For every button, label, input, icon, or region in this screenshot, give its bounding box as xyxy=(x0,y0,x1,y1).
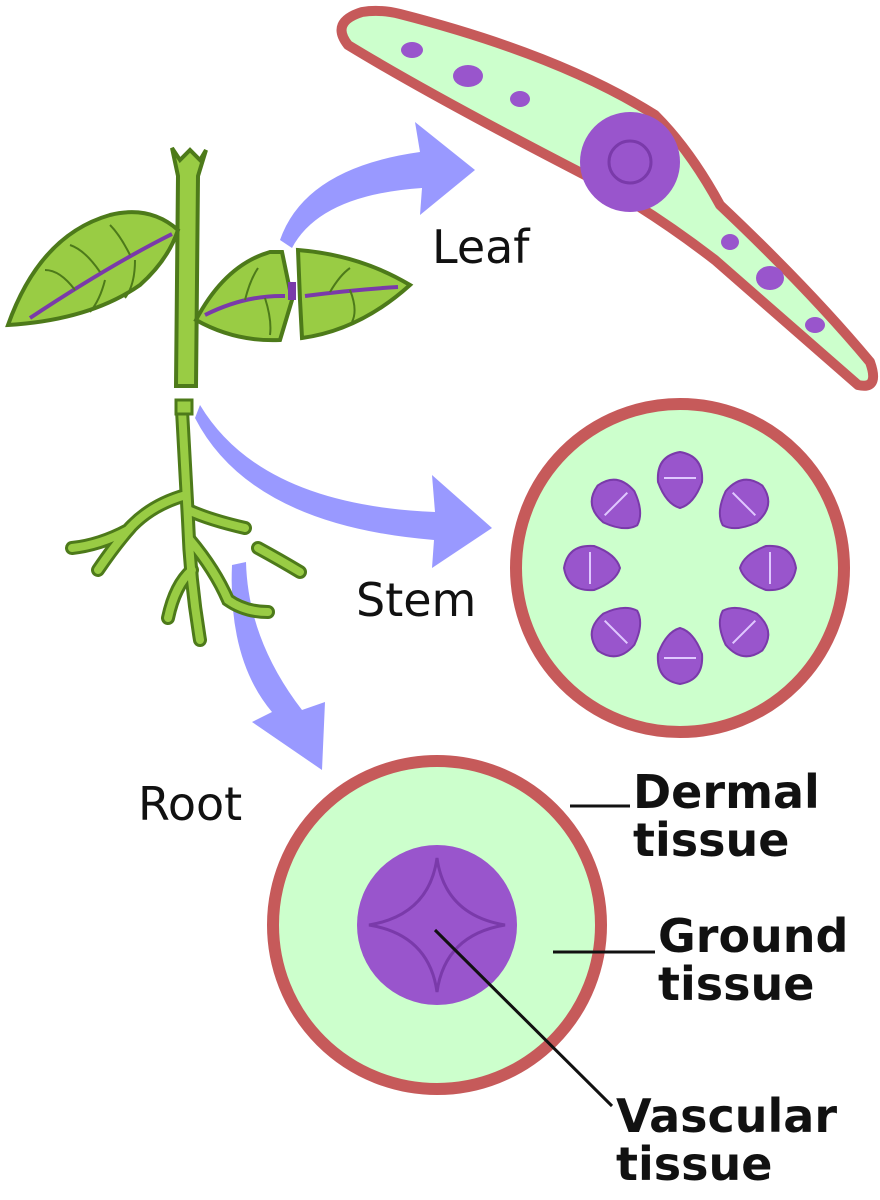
plant-illustration xyxy=(5,146,414,647)
plant-leaf-right xyxy=(193,247,414,343)
dermal-tissue-label-line2: tissue xyxy=(633,813,789,867)
plant-roots xyxy=(65,403,307,647)
vascular-tissue-label-line2: tissue xyxy=(616,1137,772,1191)
leaf-section-vascular-bundle xyxy=(580,112,680,212)
vascular-tissue-label-line1: Vascular xyxy=(616,1089,837,1143)
arrow-to-stem xyxy=(195,405,492,568)
ground-tissue-label-line1: Ground xyxy=(658,909,848,963)
ground-tissue-label-line2: tissue xyxy=(658,957,814,1011)
plant-stem xyxy=(170,146,208,416)
stem-label: Stem xyxy=(356,573,476,627)
dermal-tissue-label-line1: Dermal xyxy=(633,765,820,819)
leader-lines xyxy=(433,804,655,1108)
vascular-leader xyxy=(433,928,614,1108)
arrow-to-root xyxy=(231,562,325,770)
leaf-label: Leaf xyxy=(432,220,531,274)
stem-cross-section xyxy=(510,398,850,738)
root-label: Root xyxy=(138,777,242,831)
leaf-section-dermal xyxy=(336,5,878,391)
plant-leaf-left xyxy=(5,210,181,328)
stem-vascular-bundles xyxy=(562,450,798,686)
arrow-to-leaf xyxy=(280,122,475,248)
root-cross-section xyxy=(267,755,607,1095)
leaf-cross-section xyxy=(336,5,878,391)
root-section-vascular xyxy=(357,845,517,1005)
